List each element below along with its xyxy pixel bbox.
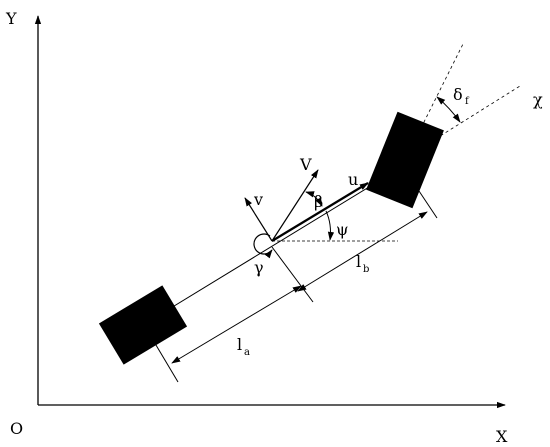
rear-distance-subscript: a	[244, 347, 250, 358]
total-velocity-arrow	[271, 169, 319, 242]
front-distance-dimension	[297, 211, 428, 292]
front-dimension-tick	[404, 169, 438, 219]
steering-angle-subscript: f	[465, 96, 470, 107]
heading-angle-arc	[325, 210, 335, 241]
steering-direction-line	[404, 43, 464, 161]
slip-angle-arc	[305, 191, 323, 207]
body-axis-label: χ	[533, 90, 543, 109]
x-axis-label: X	[496, 427, 508, 446]
heading-angle-label: ψ	[336, 220, 349, 239]
longitudinal-velocity-label: u	[348, 170, 358, 189]
rear-distance-label: l	[237, 335, 242, 354]
rear-wheel	[98, 285, 188, 365]
yaw-rate-arc	[253, 233, 273, 259]
rear-dimension-tick	[149, 334, 179, 383]
total-velocity-label: V	[299, 155, 312, 174]
lateral-velocity-label: v	[253, 190, 263, 209]
rear-distance-dimension	[171, 285, 302, 364]
body-axis-extension	[404, 85, 521, 159]
lateral-velocity-arrow	[244, 197, 273, 242]
vehicle-axis-line	[142, 164, 406, 326]
front-distance-subscript: b	[363, 264, 369, 275]
slip-angle-label: β	[314, 192, 323, 211]
yaw-rate-label: γ	[254, 258, 264, 277]
steering-angle-arc	[436, 96, 461, 123]
front-distance-label: l	[356, 252, 361, 271]
y-axis-label: Y	[5, 9, 17, 28]
origin-label: O	[10, 419, 23, 438]
steering-angle-label: δ	[453, 85, 463, 104]
cg-dimension-tick	[271, 246, 314, 303]
